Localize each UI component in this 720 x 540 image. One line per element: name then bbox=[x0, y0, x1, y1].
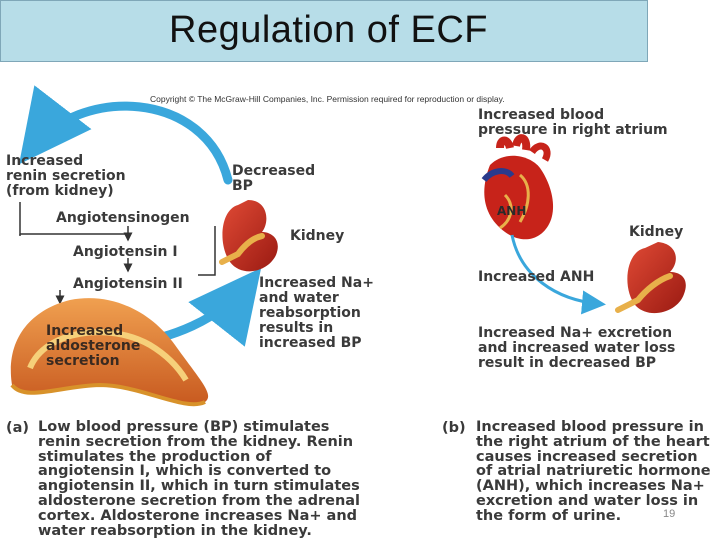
caption-a-tag: (a) bbox=[6, 420, 30, 436]
adrenal-gland-icon bbox=[10, 298, 209, 407]
label-aldosterone: Increased aldosterone secretion bbox=[46, 323, 141, 369]
title-bar: Regulation of ECF bbox=[0, 0, 648, 62]
label-angiotensin-1: Angiotensin I bbox=[73, 244, 178, 260]
kidney-icon bbox=[219, 200, 278, 272]
label-angiotensinogen: Angiotensinogen bbox=[56, 210, 190, 226]
caption-b-tag: (b) bbox=[442, 420, 466, 436]
label-kidney-b: Kidney bbox=[629, 224, 684, 240]
label-excretion: Increased Na+ excretion and increased wa… bbox=[478, 325, 676, 371]
label-decreased-bp: Decreased BP bbox=[232, 163, 316, 194]
caption-b-text: Increased blood pressure in the right at… bbox=[476, 419, 711, 524]
slide-title: Regulation of ECF bbox=[169, 9, 488, 51]
label-anh-heart: ANH bbox=[497, 204, 527, 218]
curved-arrow-icon bbox=[19, 85, 233, 185]
curved-arrow-icon bbox=[510, 234, 606, 315]
label-angiotensin-2: Angiotensin II bbox=[73, 276, 183, 292]
copyright-notice: Copyright © The McGraw-Hill Companies, I… bbox=[150, 94, 505, 104]
label-kidney-a: Kidney bbox=[290, 228, 345, 244]
label-reabsorption: Increased Na+ and water reabsorption res… bbox=[259, 275, 374, 351]
label-increased-anh: Increased ANH bbox=[478, 269, 595, 285]
label-increased-pressure: Increased blood pressure in right atrium bbox=[478, 107, 668, 138]
page-number: 19 bbox=[663, 508, 676, 520]
cascade-arrows bbox=[19, 202, 216, 305]
kidney-icon bbox=[615, 242, 686, 314]
heart-icon bbox=[481, 134, 554, 240]
label-renin-secretion: Increased renin secretion (from kidney) bbox=[6, 153, 126, 199]
caption-a-text: Low blood pressure (BP) stimulates renin… bbox=[38, 419, 361, 539]
